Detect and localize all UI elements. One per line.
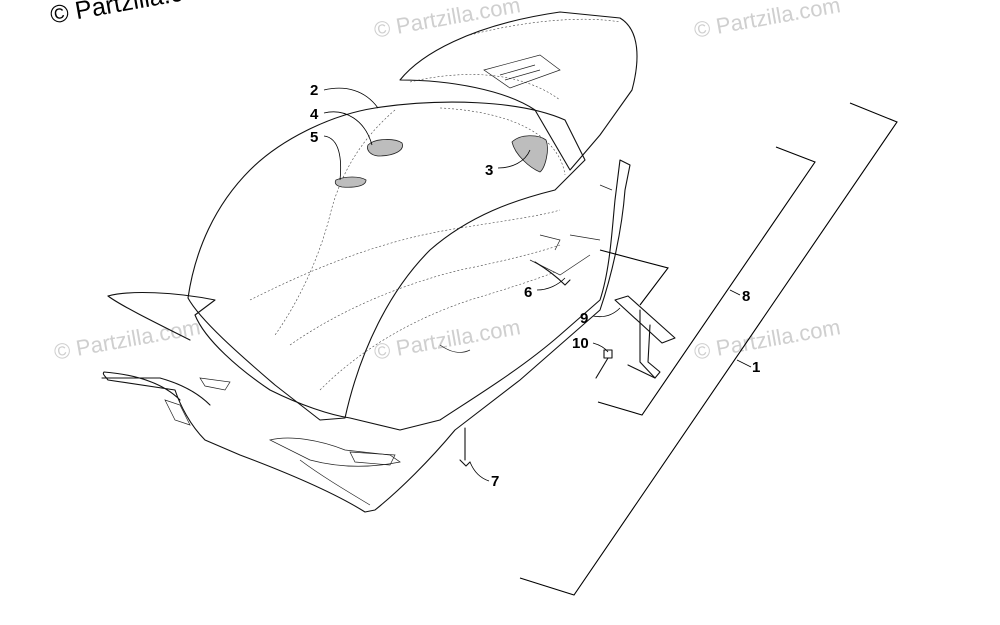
leader-9 — [592, 307, 621, 318]
leader-4 — [323, 111, 373, 146]
seat-rear-hump — [399, 11, 638, 171]
leader-2 — [323, 87, 379, 109]
leader-6 — [536, 277, 566, 291]
callout-3: 3 — [485, 162, 493, 179]
seat-strap — [534, 261, 571, 286]
leader-3 — [497, 149, 531, 169]
leader-5 — [323, 135, 341, 181]
seat-cushion — [187, 101, 586, 421]
callout-8: 8 — [742, 288, 750, 305]
callout-9: 9 — [580, 310, 588, 327]
leader-1 — [736, 359, 752, 368]
bracket-part-9 — [614, 295, 676, 379]
decal-part-3 — [511, 135, 548, 173]
leader-10 — [592, 342, 609, 353]
group-bracket-8 — [597, 146, 816, 416]
callout-2: 2 — [310, 82, 318, 99]
callout-5: 5 — [310, 129, 318, 146]
seat-base — [101, 159, 631, 513]
callout-4: 4 — [310, 106, 319, 123]
decal-part-4 — [367, 139, 403, 157]
callout-1: 1 — [752, 359, 760, 376]
leader-7 — [469, 461, 490, 482]
callout-6: 6 — [524, 284, 532, 301]
callout-10: 10 — [572, 335, 589, 352]
group-bracket-9-10 — [599, 249, 669, 306]
fastener-part-10 — [595, 349, 613, 379]
leader-8 — [729, 289, 741, 296]
decal-part-5 — [334, 176, 367, 188]
fastener-part-7 — [459, 427, 471, 467]
callout-7: 7 — [491, 473, 499, 490]
group-bracket-1 — [519, 102, 898, 596]
